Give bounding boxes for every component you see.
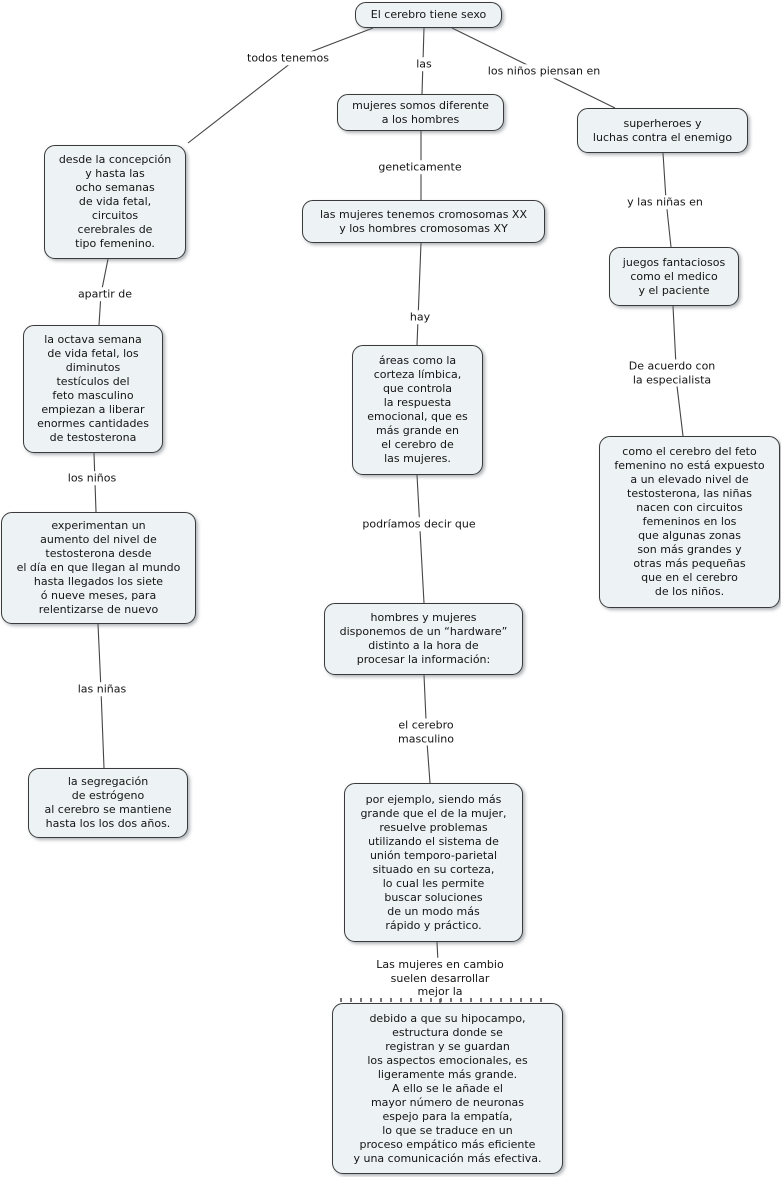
concept-node-desde-concepcion[interactable]: desde la concepción y hasta las ocho sem…	[44, 145, 186, 259]
concept-node-text: hombres y mujeres disponemos de un “hard…	[339, 611, 508, 666]
link-label-el-cerebro-masculino[interactable]: el cerebro masculino	[395, 718, 457, 746]
link-label-los-ninos[interactable]: los niños	[65, 471, 119, 485]
link-label-geneticamente[interactable]: geneticamente	[376, 160, 464, 174]
link-label-de-acuerdo-con-la-especialista[interactable]: De acuerdo con la especialista	[626, 359, 718, 387]
concept-node-text: áreas como la corteza límbica, que contr…	[367, 354, 468, 465]
connector-line-areas-to-hardware	[416, 474, 425, 604]
link-label-apartir-de[interactable]: apartir de	[75, 287, 135, 301]
concept-node-cromosomas[interactable]: las mujeres tenemos cromosomas XX y los …	[302, 200, 545, 243]
concept-node-text: debido a que su hipocampo, estructura do…	[353, 1011, 542, 1165]
concept-node-mujeres-diferente[interactable]: mujeres somos diferente a los hombres	[337, 94, 504, 131]
link-label-las-ninas[interactable]: las niñas	[75, 682, 129, 696]
concept-node-juegos-fantaciosos[interactable]: juegos fantaciosos como el medico y el p…	[609, 247, 739, 306]
link-label-las-mujeres-en-cambio[interactable]: Las mujeres en cambio suelen desarrollar…	[374, 957, 506, 999]
connector-line-cromosomas-to-areas	[416, 242, 422, 346]
concept-node-text: juegos fantaciosos como el medico y el p…	[622, 255, 726, 297]
concept-node-octava-semana[interactable]: la octava semana de vida fetal, los dimi…	[23, 325, 163, 453]
concept-node-hipocampo[interactable]: debido a que su hipocampo, estructura do…	[332, 1003, 563, 1174]
link-label-las[interactable]: las	[414, 57, 434, 71]
concept-node-cerebro-masculino-grande[interactable]: por ejemplo, siendo más grande que el de…	[344, 783, 523, 942]
concept-node-experimentan-aumento[interactable]: experimentan un aumento del nivel de tes…	[1, 512, 196, 624]
link-label-hay[interactable]: hay	[407, 310, 433, 324]
concept-node-cerebro-feto-femenino[interactable]: como el cerebro del feto femenino no est…	[599, 436, 780, 608]
concept-node-hardware-distinto[interactable]: hombres y mujeres disponemos de un “hard…	[324, 603, 523, 675]
concept-node-areas-corteza-limbica[interactable]: áreas como la corteza límbica, que contr…	[352, 345, 483, 475]
concept-node-text: experimentan un aumento del nivel de tes…	[16, 519, 181, 616]
link-label-podriamos-decir-que[interactable]: podríamos decir que	[360, 517, 478, 531]
concept-node-text: la segregación de estrógeno al cerebro s…	[44, 775, 172, 830]
link-label-y-las-ninas-en[interactable]: y las niñas en	[625, 195, 705, 209]
concept-node-text: El cerebro tiene sexo	[370, 8, 487, 21]
concept-node-text: las mujeres tenemos cromosomas XX y los …	[319, 207, 528, 235]
link-label-todos-tenemos[interactable]: todos tenemos	[245, 51, 331, 65]
concept-node-text: la octava semana de vida fetal, los dimi…	[37, 333, 149, 444]
concept-node-segregacion-estrogeno[interactable]: la segregación de estrógeno al cerebro s…	[28, 768, 188, 838]
concept-node-text: mujeres somos diferente a los hombres	[352, 98, 489, 126]
connector-line-experimentan-to-segregacion	[97, 623, 105, 769]
link-label-los-ninos-piensan-en[interactable]: los niños piensan en	[485, 64, 603, 78]
occluded-text-fragments-las-mujeres-en-cambio	[340, 998, 546, 1002]
concept-node-superheroes[interactable]: superheroes y luchas contra el enemigo	[577, 108, 748, 153]
concept-node-text: como el cerebro del feto femenino no est…	[614, 445, 765, 598]
concept-node-text: superheroes y luchas contra el enemigo	[592, 116, 733, 144]
concept-node-text: desde la concepción y hasta las ocho sem…	[58, 153, 172, 250]
concept-node-root[interactable]: El cerebro tiene sexo	[355, 2, 502, 28]
concept-node-text: por ejemplo, siendo más grande que el de…	[360, 792, 507, 932]
